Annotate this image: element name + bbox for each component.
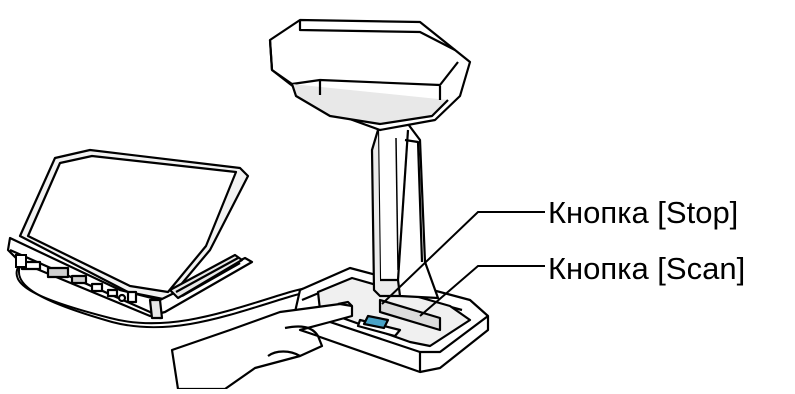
hand-icon — [172, 302, 352, 389]
stop-button-label: Кнопка [Stop] — [548, 197, 738, 228]
laptop-icon — [8, 150, 252, 318]
scan-button-label: Кнопка [Scan] — [548, 253, 745, 284]
